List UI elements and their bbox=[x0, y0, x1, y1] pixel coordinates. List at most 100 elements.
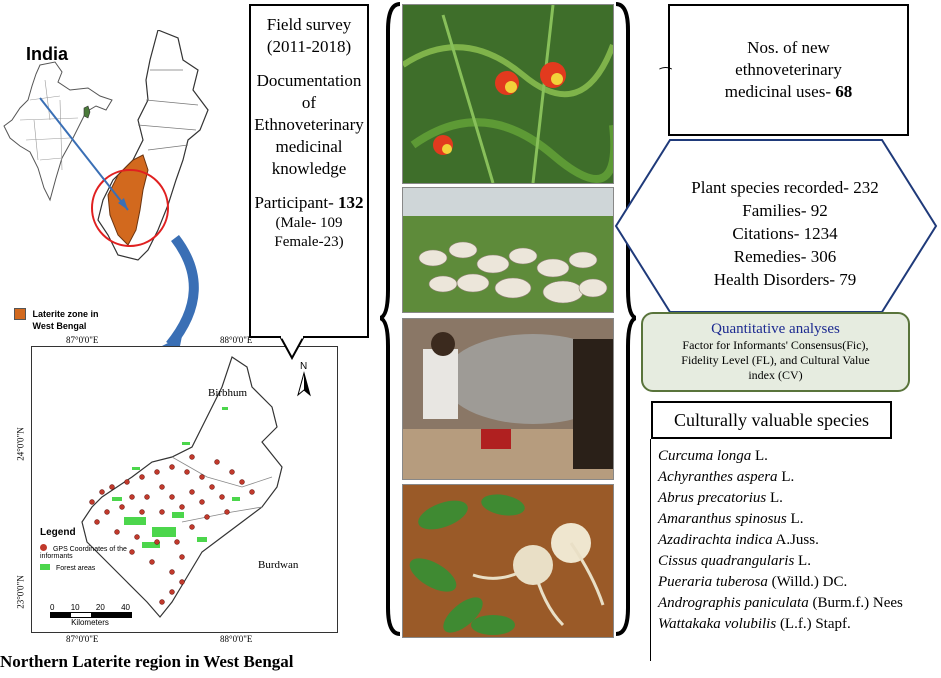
species-item: Curcuma longa L. bbox=[658, 446, 903, 467]
species-author: L. bbox=[751, 448, 768, 464]
species-item: Cissus quadrangularis L. bbox=[658, 551, 903, 572]
stat-item: Health Disorders- 79 bbox=[713, 270, 857, 289]
photo-animal-treatment bbox=[402, 318, 614, 480]
scale-tick: 40 bbox=[121, 603, 130, 612]
quant-line: Factor for Informants' Consensus(Fic), bbox=[682, 338, 869, 352]
lon-tick-4: 88°0'0"E bbox=[220, 634, 253, 644]
nos-value: 68 bbox=[835, 82, 853, 101]
india-label: India bbox=[26, 44, 69, 64]
culturally-valuable-title: Culturally valuable species bbox=[651, 401, 892, 439]
left-brace bbox=[380, 2, 401, 636]
species-item: Amaranthus spinosus L. bbox=[658, 509, 903, 530]
stats-list: Plant species recorded- 232 Families- 92… bbox=[630, 176, 940, 291]
legend-title: Legend bbox=[40, 527, 76, 538]
scale-unit: Kilometers bbox=[71, 618, 109, 627]
species-author: L. bbox=[786, 511, 804, 527]
legend-gps-text: GPS Coordinates of the informants bbox=[40, 546, 127, 560]
callout-line: knowledge bbox=[271, 159, 347, 178]
laterite-legend-swatch bbox=[14, 308, 26, 320]
species-list: Curcuma longa L. Achyranthes aspera L. A… bbox=[658, 446, 903, 635]
legend-forest-text: Forest areas bbox=[55, 565, 96, 572]
female-count: Female-23) bbox=[274, 234, 344, 250]
left-caption: Northern Laterite region in West Bengal bbox=[0, 652, 294, 671]
callout-line: of bbox=[301, 93, 317, 112]
species-name: Achyranthes aspera bbox=[658, 469, 778, 485]
nos-line: medicinal uses- bbox=[724, 82, 831, 101]
species-author: (Burm.f.) Nees bbox=[808, 595, 903, 611]
stat-item: Plant species recorded- 232 bbox=[691, 178, 879, 197]
species-author: L. bbox=[794, 553, 811, 569]
callout-line: Documentation bbox=[256, 71, 362, 90]
laterite-legend: Laterite zone in West Bengal bbox=[14, 308, 113, 333]
scale-tick: 20 bbox=[95, 603, 105, 612]
highlight-circle bbox=[91, 169, 169, 247]
connector-arrows bbox=[39, 97, 199, 356]
region-burdwan: Burdwan bbox=[258, 559, 299, 571]
species-name: Pueraria tuberosa bbox=[658, 574, 768, 590]
species-name: Abrus precatorius bbox=[658, 490, 767, 506]
scale-bar-graphic bbox=[50, 612, 132, 618]
species-item: Pueraria tuberosa (Willd.) DC. bbox=[658, 572, 903, 593]
quantitative-analyses-box: Quantitative analyses Factor for Informa… bbox=[641, 312, 910, 392]
field-survey-callout: Field survey (2011-2018) Documentation o… bbox=[249, 4, 369, 338]
north-arrow bbox=[297, 371, 311, 397]
species-name: Wattakaka volubilis bbox=[658, 616, 777, 632]
north-label: N bbox=[300, 361, 308, 372]
species-author: L. bbox=[777, 469, 795, 485]
callout-line: Ethnoveterinary bbox=[254, 115, 364, 134]
detailed-map: 87°0'0"E 88°0'0"E 87°0'0"E 88°0'0"E 24°0… bbox=[16, 335, 338, 644]
scale-tick: 0 bbox=[50, 603, 55, 612]
participant-line: Participant- 132 bbox=[251, 192, 367, 214]
lat-tick-1: 24°0'0"N bbox=[15, 427, 26, 461]
india-map bbox=[3, 61, 113, 202]
participant-label: Participant- bbox=[254, 193, 334, 212]
brace-pointer-right: ⁀ bbox=[660, 69, 672, 84]
species-name: Andrographis paniculata bbox=[658, 595, 809, 611]
lon-tick-3: 87°0'0"E bbox=[66, 634, 99, 644]
scale-ticks: 0 10 20 40 bbox=[50, 603, 130, 612]
species-author: A.Juss. bbox=[772, 532, 819, 548]
quant-line: index (CV) bbox=[748, 368, 803, 382]
lon-tick-1: 87°0'0"E bbox=[66, 335, 99, 345]
laterite-zone bbox=[107, 154, 149, 246]
male-count: (Male- 109 bbox=[275, 215, 343, 231]
callout-line: Field survey bbox=[266, 15, 352, 34]
species-name: Azadirachta indica bbox=[658, 532, 773, 548]
nos-line-3: medicinal uses- 68 bbox=[670, 81, 907, 103]
species-item: Andrographis paniculata (Burm.f.) Nees bbox=[658, 593, 903, 614]
species-name: Curcuma longa bbox=[658, 448, 752, 464]
scale-bar: 0 10 20 40 Kilometers bbox=[50, 603, 132, 627]
lon-tick-2: 88°0'0"E bbox=[220, 335, 253, 345]
west-bengal-highlight bbox=[83, 105, 91, 119]
stat-item: Remedies- 306 bbox=[733, 247, 837, 266]
photo-tuber-root bbox=[402, 484, 614, 638]
lat-tick-2: 23°0'0"N bbox=[15, 575, 26, 609]
stat-item: Citations- 1234 bbox=[732, 224, 838, 243]
gps-dot-icon bbox=[40, 544, 47, 551]
species-name: Amaranthus spinosus bbox=[658, 511, 787, 527]
species-name: Cissus quadrangularis bbox=[658, 553, 795, 569]
species-item: Achyranthes aspera L. bbox=[658, 467, 903, 488]
laterite-legend-text: Laterite zone in West Bengal bbox=[32, 309, 99, 331]
new-uses-box: Nos. of new ethnoveterinary medicinal us… bbox=[668, 4, 909, 136]
scale-tick: 10 bbox=[70, 603, 80, 612]
right-brace bbox=[615, 2, 636, 636]
stat-item: Families- 92 bbox=[742, 201, 828, 220]
callout-line: medicinal bbox=[275, 137, 343, 156]
participant-value: 132 bbox=[338, 193, 364, 212]
callout-pointer bbox=[280, 336, 306, 360]
nos-line: ethnoveterinary bbox=[735, 60, 842, 79]
species-item: Wattakaka volubilis (L.f.) Stapf. bbox=[658, 614, 903, 635]
legend-gps: GPS Coordinates of the informants bbox=[40, 544, 140, 560]
species-author: L. bbox=[766, 490, 783, 506]
species-item: Abrus precatorius L. bbox=[658, 488, 903, 509]
species-author: (L.f.) Stapf. bbox=[776, 616, 851, 632]
callout-line: (2011-2018) bbox=[266, 37, 352, 56]
species-divider bbox=[650, 439, 651, 661]
photo-grazing-sheep bbox=[402, 187, 614, 313]
legend-forest: Forest areas bbox=[40, 564, 140, 572]
photo-flowering-plant bbox=[402, 4, 614, 184]
quant-line: Fidelity Level (FL), and Cultural Value bbox=[681, 353, 870, 367]
region-birbhum: Birbhum bbox=[208, 387, 248, 399]
nos-line: Nos. of new bbox=[747, 38, 830, 57]
